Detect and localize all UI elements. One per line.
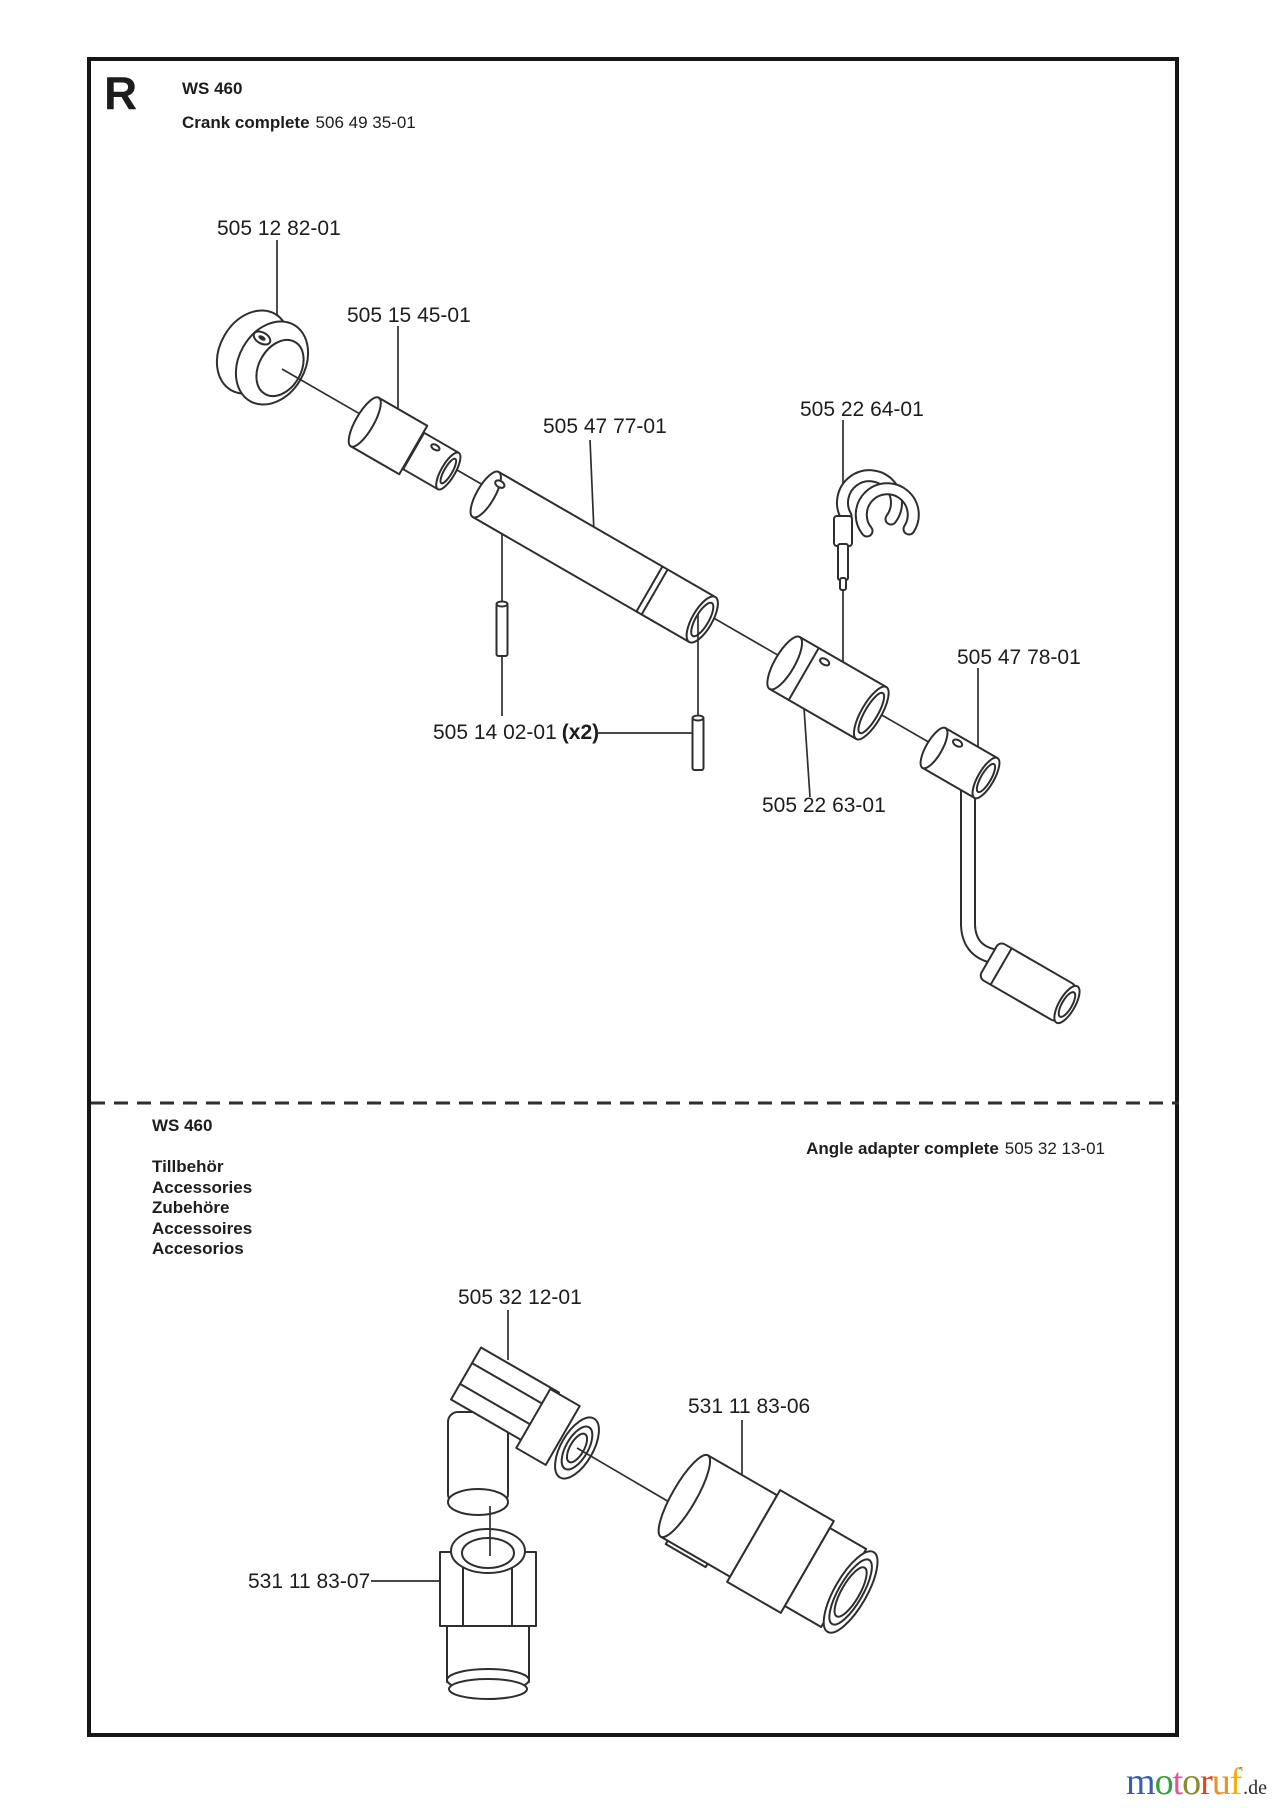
logo-tick-mark: ´ [1237, 1764, 1244, 1783]
part-label-clip: 505 22 64-01 [800, 398, 924, 421]
logo-letter: m [1126, 1761, 1156, 1803]
part-label-bushing: 505 15 45-01 [347, 304, 471, 327]
logo-letter: r [1200, 1761, 1213, 1803]
accessories-leader-lines [371, 1310, 743, 1582]
part-label-coupling: 531 11 83-06 [688, 1395, 811, 1418]
crank-section-model: WS 460 [182, 79, 243, 98]
pin-part-1 [495, 600, 509, 657]
accessories-language-list: Tillbehör Accessories Zubehöre Accessoir… [152, 1157, 252, 1260]
clip-part [833, 469, 920, 591]
part-label-angle-adapter: 505 32 12-01 [458, 1286, 582, 1309]
angle-adapter-part [447, 1346, 600, 1516]
tube-part [469, 470, 719, 644]
pin-number: 505 14 02-01 [433, 721, 557, 744]
logo-letter: t [1172, 1761, 1184, 1803]
logo-domain-suffix: .de [1243, 1777, 1267, 1799]
crank-hub-part [919, 726, 1001, 800]
crank-shaft [960, 778, 1006, 966]
pin-quantity: (x2) [561, 721, 600, 744]
collar-part [215, 309, 310, 406]
language-item: Accessories [152, 1177, 253, 1197]
logo-letter: o [1182, 1761, 1201, 1803]
bushing-part [347, 396, 462, 491]
crank-section-title: Crank complete 506 49 35-01 [182, 113, 416, 133]
part-label-collar: 505 12 82-01 [217, 217, 341, 240]
section-letter: R [104, 67, 139, 119]
motoruf-logo-letters: motoruf [1126, 1761, 1243, 1803]
part-label-tube: 505 47 77-01 [543, 415, 667, 438]
adapter-coupling-axis-line [576, 1447, 677, 1507]
crank-handle-grip [979, 942, 1081, 1025]
language-item: Zubehöre [152, 1198, 230, 1217]
logo-letter: u [1211, 1761, 1231, 1803]
part-label-crank-handle: 505 47 78-01 [957, 646, 1081, 669]
crank-section-title-text: Crank complete [182, 113, 310, 132]
pin-part-2 [691, 714, 705, 771]
crank-section-part-number: 506 49 35-01 [315, 113, 416, 132]
part-label-nipple: 531 11 83-07 [248, 1570, 371, 1593]
logo-letter: f [1229, 1761, 1243, 1803]
accessories-section-part-number: 505 32 13-01 [1004, 1139, 1105, 1158]
nipple-part [439, 1528, 537, 1700]
motoruf-logo[interactable]: motoruf´.de [1126, 1754, 1267, 1808]
part-label-pin: 505 14 02-01(x2) [433, 721, 599, 745]
accessories-section-title: Angle adapter complete 505 32 13-01 [700, 1139, 1105, 1159]
accessories-section-title-text: Angle adapter complete [806, 1139, 999, 1158]
part-label-coupler: 505 22 63-01 [762, 794, 886, 817]
language-item: Accessoires [152, 1218, 253, 1238]
coupler-part [766, 635, 890, 741]
language-item: Tillbehör [152, 1157, 224, 1176]
accessories-section-model: WS 460 [152, 1116, 213, 1135]
coupling-part [657, 1453, 879, 1634]
logo-letter: o [1154, 1761, 1174, 1803]
language-item: Accesorios [152, 1239, 244, 1258]
